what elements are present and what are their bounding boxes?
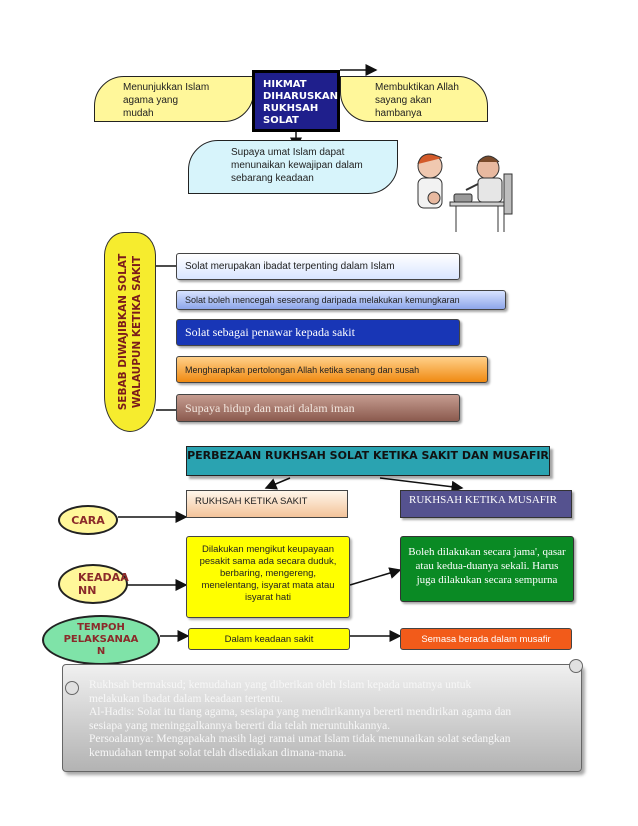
row-label-cara: CARA	[58, 505, 118, 535]
perbezaan-title: PERBEZAAN RUKHSAH SOLAT KETIKA SAKIT DAN…	[187, 449, 549, 462]
header-musafir: RUKHSAH KETIKA MUSAFIR	[400, 490, 572, 518]
note-line-1: Rukhsah bermaksud; kemudahan yang diberi…	[89, 679, 472, 691]
note-line-5: Persoalannya: Mengapakah masih lagi rama…	[89, 733, 511, 745]
hikmat-title-box: HIKMAT DIHARUSKAN RUKHSAH SOLAT	[252, 70, 340, 132]
note-line-2: melakukan ibadat dalam keadaan tertentu.	[89, 692, 283, 705]
sebab-line-1: SEBAB DIWAJIBKAN SOLAT	[117, 253, 129, 411]
hikmat-left-text: Menunjukkan Islam agama yang mudah	[123, 82, 210, 119]
keadaan-musafir-text: Boleh dilakukan secara jama', qasar atau…	[408, 546, 566, 586]
keadaan-sakit-box: Dilakukan mengikut keupayaan pesakit sam…	[186, 536, 350, 618]
reason-2: Solat boleh mencegah seseorang daripada …	[176, 290, 506, 310]
note-text: Rukhsah bermaksud; kemudahan yang diberi…	[89, 679, 579, 760]
hikmat-leaf-left: Menunjukkan Islam agama yang mudah	[94, 76, 254, 122]
sebab-banner-text: SEBAB DIWAJIBKAN SOLAT WALAUPUN KETIKA S…	[116, 254, 144, 411]
note-scroll: Rukhsah bermaksud; kemudahan yang diberi…	[62, 659, 583, 772]
sebab-line-2: WALAUPUN KETIKA SAKIT	[131, 255, 143, 409]
reason-2-text: Solat boleh mencegah seseorang daripada …	[185, 295, 460, 305]
sebab-vertical-banner: SEBAB DIWAJIBKAN SOLAT WALAUPUN KETIKA S…	[104, 232, 156, 432]
hikmat-leaf-right: Membuktikan Allah sayang akan hambanya	[340, 76, 488, 122]
header-sakit-text: RUKHSAH KETIKA SAKIT	[195, 496, 308, 507]
row-label-tempoh-text: TEMPOH PELAKSANAA N	[63, 622, 139, 657]
doctor-patient-illustration	[404, 144, 520, 236]
tempoh-musafir-text: Semasa berada dalam musafir	[421, 633, 551, 645]
reason-5: Supaya hidup dan mati dalam iman	[176, 394, 460, 422]
note-line-6: kemudahan tempat solat telah disediakan …	[89, 746, 347, 759]
reason-5-text: Supaya hidup dan mati dalam iman	[185, 400, 355, 415]
row-label-keadaan-text: KEADAA NN	[78, 571, 129, 597]
header-musafir-text: RUKHSAH KETIKA MUSAFIR	[409, 494, 557, 506]
hikmat-title: HIKMAT DIHARUSKAN RUKHSAH SOLAT	[263, 79, 339, 126]
tempoh-musafir-box: Semasa berada dalam musafir	[400, 628, 572, 650]
hikmat-bottom-text: Supaya umat Islam dapat menunaikan kewaj…	[231, 147, 363, 184]
tempoh-sakit-text: Dalam keadaan sakit	[224, 633, 314, 645]
keadaan-musafir-box: Boleh dilakukan secara jama', qasar atau…	[400, 536, 574, 602]
reason-1: Solat merupakan ibadat terpenting dalam …	[176, 253, 460, 280]
row-label-keadaan: KEADAA NN	[58, 564, 129, 604]
note-line-4: sesiapa yang meninggalkannya bererti dia…	[89, 719, 391, 732]
reason-3-text: Solat sebagai penawar kepada sakit	[185, 325, 355, 339]
row-label-tempoh: TEMPOH PELAKSANAA N	[42, 615, 160, 665]
reason-4-text: Mengharapkan pertolongan Allah ketika se…	[185, 364, 420, 375]
header-sakit: RUKHSAH KETIKA SAKIT	[186, 490, 348, 518]
note-line-3: Al-Hadis: Solat itu tiang agama, sesiapa…	[89, 706, 512, 718]
perbezaan-title-box: PERBEZAAN RUKHSAH SOLAT KETIKA SAKIT DAN…	[186, 446, 550, 476]
arrow-header-musafir	[379, 477, 464, 493]
scroll-curl-bottom-left	[65, 681, 79, 695]
reason-4: Mengharapkan pertolongan Allah ketika se…	[176, 356, 488, 383]
row-label-cara-text: CARA	[71, 513, 105, 527]
arrow-keadaan-mid	[349, 567, 402, 586]
hikmat-right-text: Membuktikan Allah sayang akan hambanya	[375, 82, 459, 119]
reason-1-text: Solat merupakan ibadat terpenting dalam …	[185, 261, 395, 272]
reason-3: Solat sebagai penawar kepada sakit	[176, 319, 460, 346]
tempoh-sakit-box: Dalam keadaan sakit	[188, 628, 350, 650]
arrow-header-sakit	[264, 477, 291, 490]
hikmat-leaf-bottom: Supaya umat Islam dapat menunaikan kewaj…	[188, 140, 398, 194]
scroll-curl-top-right	[569, 659, 583, 673]
keadaan-sakit-text: Dilakukan mengikut keupayaan pesakit sam…	[199, 544, 337, 603]
